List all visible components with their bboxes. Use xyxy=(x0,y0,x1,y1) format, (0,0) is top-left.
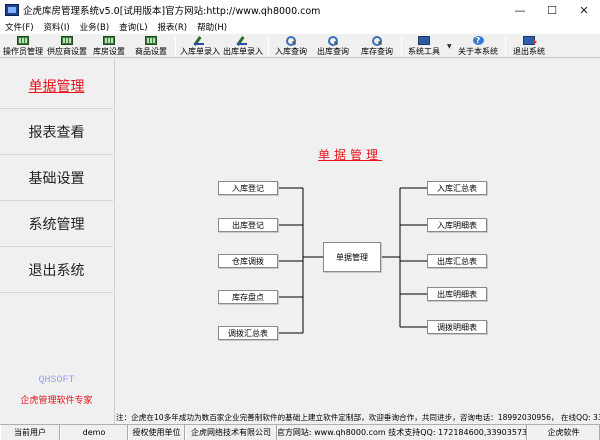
window-title: 企虎库房管理系统v5.0[试用版本]官方网站:http://www.qh8000… xyxy=(23,6,321,17)
sidebar-item-exit[interactable]: 退出系统 xyxy=(0,247,113,293)
operator-manage-button[interactable]: 操作员管理 xyxy=(2,35,44,57)
page-title: 单据管理 xyxy=(318,148,383,162)
menu-query[interactable]: 查询(L) xyxy=(119,23,148,33)
sidebar-item-documents[interactable]: 单据管理 xyxy=(0,63,113,109)
status-bar: 当前用户 demo 授权使用单位 企虎网络技术有限公司 官方网站: www.qh… xyxy=(0,424,600,440)
menu-data[interactable]: 资料(I) xyxy=(43,23,70,33)
magnifier-icon xyxy=(285,36,297,46)
status-brand: 企虎软件 xyxy=(527,425,600,440)
toolbar-label: 退出系统 xyxy=(513,47,545,56)
node-outbound-detail[interactable]: 出库明细表 xyxy=(427,287,487,301)
brand-slogan: 企虎管理软件专家 xyxy=(20,396,93,406)
notice-marquee: 注：企虎在10多年成功为数百家企业完善制软件的基础上建立软件定制部，欢迎垂询合作… xyxy=(116,413,600,422)
toolbar-label: 操作员管理 xyxy=(3,47,43,56)
about-system-button[interactable]: ? 关于本系统 xyxy=(456,35,500,57)
toolbar-separator xyxy=(505,37,506,56)
flow-diagram-connectors xyxy=(279,187,427,334)
chevron-down-icon[interactable]: ▼ xyxy=(447,43,452,50)
grid-icon xyxy=(103,36,115,45)
help-icon: ? xyxy=(472,36,484,45)
node-transfer-summary[interactable]: 调拨汇总表 xyxy=(218,326,278,340)
magnifier-icon xyxy=(327,36,339,46)
window-controls: — ☐ ✕ xyxy=(504,0,600,20)
node-outbound-register[interactable]: 出库登记 xyxy=(218,218,278,232)
sidebar-item-system[interactable]: 系统管理 xyxy=(0,201,113,247)
menu-help[interactable]: 帮助(H) xyxy=(197,23,228,33)
toolbar: 操作员管理 供应商设置 库房设置 商品设置 入库单录入 出库单录入 入库查询 xyxy=(0,34,600,58)
status-licensee-label: 授权使用单位 xyxy=(128,425,185,440)
toolbar-label: 入库查询 xyxy=(275,47,307,56)
menu-business[interactable]: 业务(B) xyxy=(79,23,110,33)
toolbar-label: 入库单录入 xyxy=(180,47,220,56)
sidebar-item-reports[interactable]: 报表查看 xyxy=(0,109,113,155)
node-outbound-summary[interactable]: 出库汇总表 xyxy=(427,254,487,268)
title-bar: 企虎库房管理系统v5.0[试用版本]官方网站:http://www.qh8000… xyxy=(0,0,600,20)
toolbar-separator xyxy=(175,37,176,56)
status-current-user-value: demo xyxy=(60,425,128,440)
warehouse-settings-button[interactable]: 库房设置 xyxy=(90,35,128,57)
grid-icon xyxy=(61,36,73,45)
stock-query-button[interactable]: 库存查询 xyxy=(358,35,396,57)
system-tools-button[interactable]: 系统工具 xyxy=(405,35,443,57)
pen-icon xyxy=(237,36,249,45)
close-button[interactable]: ✕ xyxy=(579,3,589,17)
exit-system-button[interactable]: 退出系统 xyxy=(510,35,548,57)
toolbar-separator xyxy=(401,37,402,56)
tools-icon xyxy=(418,36,430,45)
inbound-query-button[interactable]: 入库查询 xyxy=(272,35,310,57)
minimize-button[interactable]: — xyxy=(514,3,526,17)
toolbar-label: 出库查询 xyxy=(317,47,349,56)
maximize-button[interactable]: ☐ xyxy=(547,3,557,17)
node-transfer-detail[interactable]: 调拨明细表 xyxy=(427,320,487,334)
node-documents-center[interactable]: 单据管理 xyxy=(323,242,381,272)
toolbar-label: 供应商设置 xyxy=(47,47,87,56)
toolbar-separator xyxy=(268,37,269,56)
pen-icon xyxy=(194,36,206,45)
app-logo-icon xyxy=(5,4,19,16)
node-inbound-detail[interactable]: 入库明细表 xyxy=(427,218,487,232)
toolbar-label: 系统工具 xyxy=(408,47,440,56)
menu-file[interactable]: 文件(F) xyxy=(5,23,34,33)
main-panel: 单据管理 xyxy=(116,59,600,413)
grid-icon xyxy=(145,36,157,45)
supplier-settings-button[interactable]: 供应商设置 xyxy=(46,35,88,57)
product-settings-button[interactable]: 商品设置 xyxy=(132,35,170,57)
toolbar-label: 库房设置 xyxy=(93,47,125,56)
inbound-entry-button[interactable]: 入库单录入 xyxy=(179,35,221,57)
status-licensee-value: 企虎网络技术有限公司 xyxy=(185,425,277,440)
magnifier-icon xyxy=(371,36,383,46)
outbound-query-button[interactable]: 出库查询 xyxy=(314,35,352,57)
menu-report[interactable]: 报表(R) xyxy=(157,23,188,33)
menu-bar: 文件(F) 资料(I) 业务(B) 查询(L) 报表(R) 帮助(H) xyxy=(0,20,600,34)
toolbar-label: 出库单录入 xyxy=(223,47,263,56)
grid-icon xyxy=(17,36,29,45)
sidebar-item-basic-settings[interactable]: 基础设置 xyxy=(0,155,113,201)
status-current-user-label: 当前用户 xyxy=(0,425,60,440)
toolbar-label: 商品设置 xyxy=(135,47,167,56)
exit-icon xyxy=(523,36,537,45)
toolbar-label: 库存查询 xyxy=(361,47,393,56)
toolbar-label: 关于本系统 xyxy=(458,47,498,56)
brand-logo: QHSOFT xyxy=(38,375,75,386)
node-inbound-summary[interactable]: 入库汇总表 xyxy=(427,181,487,195)
node-stock-count[interactable]: 库存盘点 xyxy=(218,290,278,304)
node-inbound-register[interactable]: 入库登记 xyxy=(218,181,278,195)
node-warehouse-transfer[interactable]: 仓库调拨 xyxy=(218,254,278,268)
status-website-support: 官方网站: www.qh8000.com 技术支持QQ: 172184600,3… xyxy=(277,425,527,440)
sidebar: 单据管理 报表查看 基础设置 系统管理 退出系统 QHSOFT 企虎管理软件专家 xyxy=(0,59,115,424)
outbound-entry-button[interactable]: 出库单录入 xyxy=(222,35,264,57)
